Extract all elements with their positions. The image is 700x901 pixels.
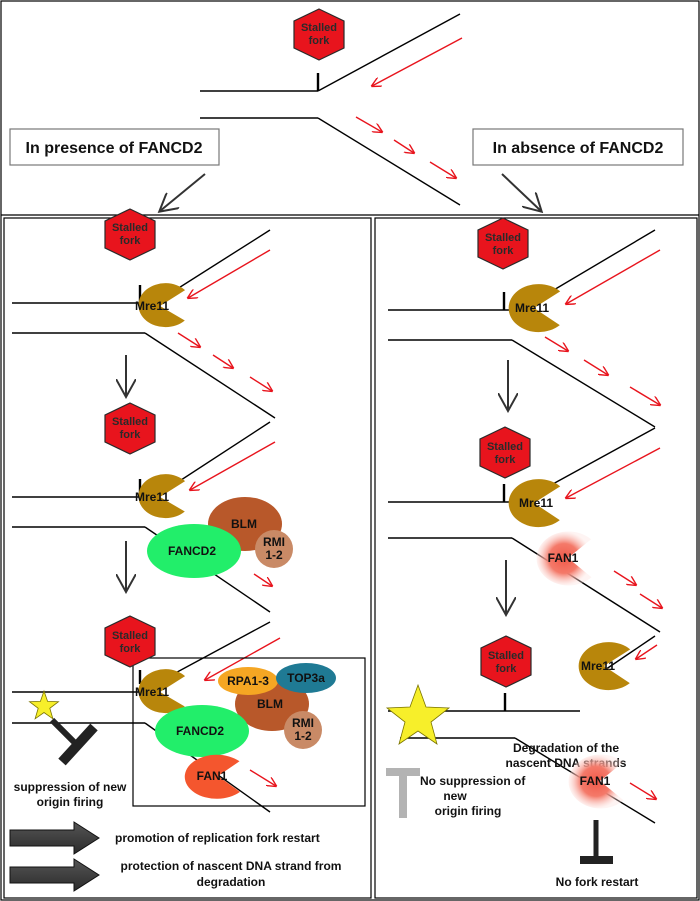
arrow-to-presence (160, 173, 206, 211)
no-suppression-caption: origin firing (435, 804, 502, 818)
svg-text:Mre11: Mre11 (135, 299, 169, 313)
top3a-protein: TOP3a (276, 663, 336, 693)
svg-text:fork: fork (496, 663, 518, 675)
presence-label-box: In presence of FANCD2 (9, 128, 220, 166)
right-step1-fork (388, 229, 660, 428)
svg-text:FAN1: FAN1 (580, 774, 611, 788)
svg-text:fork: fork (120, 235, 142, 247)
svg-text:Mre11: Mre11 (581, 659, 615, 673)
fan1-faded-protein: FAN1 (536, 531, 592, 586)
degradation-caption: Degradation of the (513, 741, 619, 755)
legend-restart-text: promotion of replication fork restart (115, 831, 320, 845)
stalled-fork-sign: Stalled fork (479, 426, 531, 479)
suppression-caption: suppression of new (14, 780, 127, 794)
legend-restart-arrow (9, 821, 100, 855)
fancd2-protein: FANCD2 (155, 705, 249, 757)
svg-text:RMI: RMI (263, 535, 285, 549)
svg-text:Stalled: Stalled (487, 441, 523, 453)
rmi-protein: RMI 1-2 (284, 711, 322, 749)
svg-text:FAN1: FAN1 (548, 551, 579, 565)
svg-text:fork: fork (495, 454, 517, 466)
mre11-protein: Mre11 (508, 284, 561, 333)
mre11-protein: Mre11 (135, 474, 186, 519)
legend-protection-arrow (9, 858, 100, 892)
svg-text:Stalled: Stalled (112, 222, 148, 234)
no-suppression-caption: new (443, 789, 467, 803)
svg-text:fork: fork (309, 35, 331, 47)
fancd2-protein: FANCD2 (147, 524, 241, 578)
svg-text:Stalled: Stalled (301, 22, 337, 34)
top-fork (200, 13, 463, 206)
stalled-fork-sign: Stalled fork (104, 402, 156, 455)
svg-text:1-2: 1-2 (294, 729, 312, 743)
svg-text:fork: fork (120, 643, 142, 655)
svg-text:Mre11: Mre11 (135, 685, 169, 699)
svg-text:1-2: 1-2 (265, 548, 283, 562)
left-step1-fork (12, 229, 276, 419)
svg-text:FAN1: FAN1 (197, 769, 228, 783)
mre11-protein: Mre11 (578, 642, 631, 691)
svg-text:In presence of FANCD2: In presence of FANCD2 (26, 140, 203, 157)
legend-protection-text: degradation (197, 875, 266, 889)
stalled-fork-sign: Stalled fork (480, 635, 532, 688)
arrow-to-absence (501, 173, 541, 211)
no-suppression-caption: No suppression of (420, 774, 526, 788)
svg-text:BLM: BLM (231, 517, 257, 531)
svg-text:RPA1-3: RPA1-3 (227, 674, 269, 688)
origin-star (28, 689, 60, 720)
svg-text:Stalled: Stalled (112, 630, 148, 642)
rmi-protein: RMI 1-2 (255, 530, 293, 568)
stalled-fork-sign: Stalled fork (104, 208, 156, 261)
suppression-symbol (49, 717, 98, 766)
absence-label-box: In absence of FANCD2 (472, 128, 684, 166)
stalled-fork-sign: Stalled fork (477, 217, 529, 270)
mre11-protein: Mre11 (135, 669, 186, 714)
right-panel (374, 217, 698, 899)
fork-restart-block (580, 820, 613, 864)
svg-text:In absence of FANCD2: In absence of FANCD2 (493, 140, 664, 157)
left-panel (3, 217, 372, 899)
svg-text:Stalled: Stalled (488, 650, 524, 662)
svg-text:BLM: BLM (257, 697, 283, 711)
svg-text:FANCD2: FANCD2 (176, 724, 224, 738)
svg-text:Mre11: Mre11 (515, 301, 549, 315)
fan1-protein: FAN1 (184, 754, 240, 799)
fan1-faded-protein: FAN1 (568, 754, 624, 809)
svg-text:fork: fork (493, 245, 515, 257)
right-step2-fork (388, 427, 662, 633)
mre11-protein: Mre11 (508, 479, 561, 528)
svg-text:Mre11: Mre11 (135, 490, 169, 504)
no-suppression-symbol (386, 768, 420, 818)
stalled-fork-sign: Stalled fork (104, 615, 156, 668)
svg-text:RMI: RMI (292, 716, 314, 730)
rpa-protein: RPA1-3 (218, 667, 278, 695)
stalled-fork-sign: Stalled fork (293, 8, 345, 61)
origin-star (385, 683, 451, 745)
svg-text:TOP3a: TOP3a (287, 671, 325, 685)
legend-protection-text: protection of nascent DNA strand from (121, 859, 342, 873)
svg-text:fork: fork (120, 429, 142, 441)
svg-text:FANCD2: FANCD2 (168, 544, 216, 558)
svg-text:Mre11: Mre11 (519, 496, 553, 510)
svg-text:Stalled: Stalled (485, 232, 521, 244)
no-fork-restart-caption: No fork restart (556, 875, 639, 889)
svg-text:Stalled: Stalled (112, 416, 148, 428)
suppression-caption: origin firing (37, 795, 104, 809)
mre11-protein: Mre11 (135, 283, 186, 328)
